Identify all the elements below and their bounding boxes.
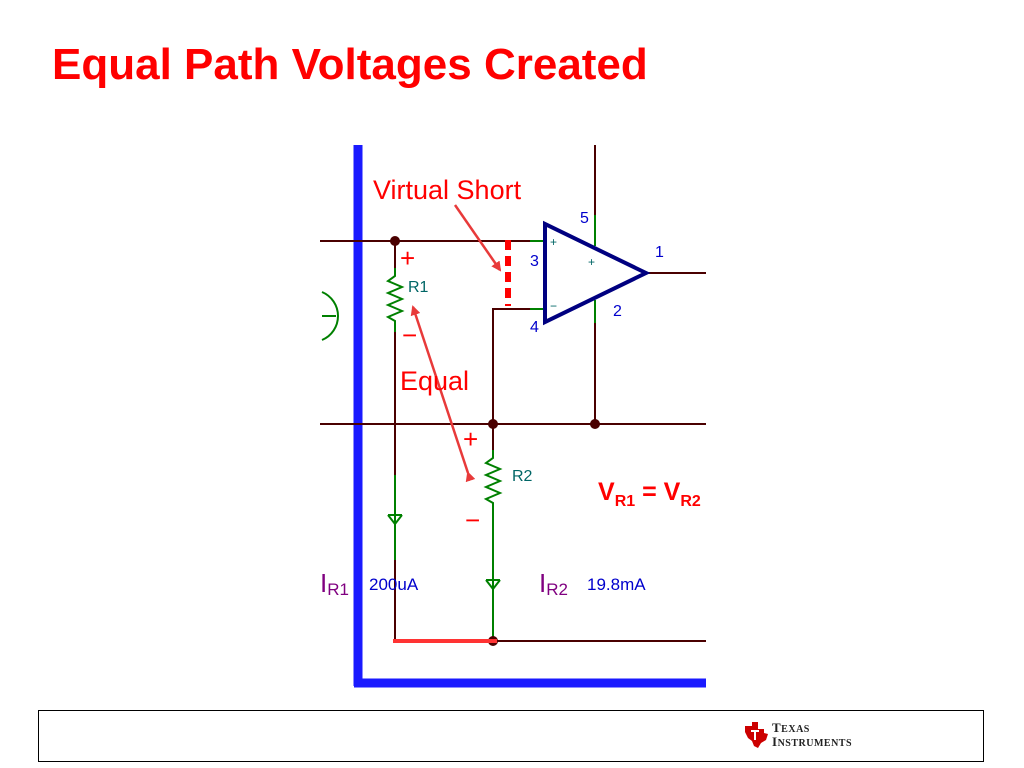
- opamp-plus-input: +: [550, 235, 557, 249]
- r2-plus: +: [463, 424, 478, 454]
- slide-title: Equal Path Voltages Created: [52, 40, 648, 89]
- circuit-frame: [353, 145, 706, 688]
- r1-plus: +: [400, 243, 415, 273]
- opamp-minus-input: −: [550, 299, 557, 313]
- equal-label: Equal: [400, 366, 469, 396]
- pin-2-label: 2: [613, 303, 622, 320]
- equation-label: VR1 = VR2: [598, 478, 701, 510]
- ti-state-logo-icon: [745, 722, 768, 748]
- opamp-icon: [543, 220, 651, 326]
- virtual-short-arrow: [453, 204, 502, 272]
- ir2-label: IR2: [539, 568, 568, 599]
- ir2-value: 19.8mA: [587, 575, 646, 594]
- resistor-r2-icon: [483, 450, 503, 510]
- r2-label: R2: [512, 468, 533, 485]
- pin-4-label: 4: [530, 319, 539, 336]
- source-symbol-icon: [321, 291, 339, 341]
- pin-5-label: 5: [580, 210, 589, 227]
- footer-bar: [38, 710, 984, 762]
- r1-label: R1: [408, 279, 429, 296]
- equal-arrow: [410, 305, 476, 483]
- current-probe-icon: [387, 514, 501, 591]
- wires: [320, 145, 706, 642]
- r1-minus: −: [402, 320, 417, 350]
- virtual-short-label: Virtual Short: [373, 175, 522, 205]
- ti-logo: TEXAS INSTRUMENTS: [742, 718, 882, 754]
- ir1-value: 200uA: [369, 575, 419, 594]
- pin-1-label: 1: [655, 244, 664, 261]
- ir1-label: IR1: [320, 568, 349, 599]
- pin-3-label: 3: [530, 253, 539, 270]
- r2-minus: −: [465, 505, 480, 535]
- resistor-r1-icon: [385, 268, 405, 332]
- junction-dots: [390, 236, 600, 646]
- opamp-plus-supply: +: [588, 255, 595, 269]
- ti-wordmark: TEXAS INSTRUMENTS: [772, 720, 853, 749]
- wire-feedback: [492, 308, 545, 424]
